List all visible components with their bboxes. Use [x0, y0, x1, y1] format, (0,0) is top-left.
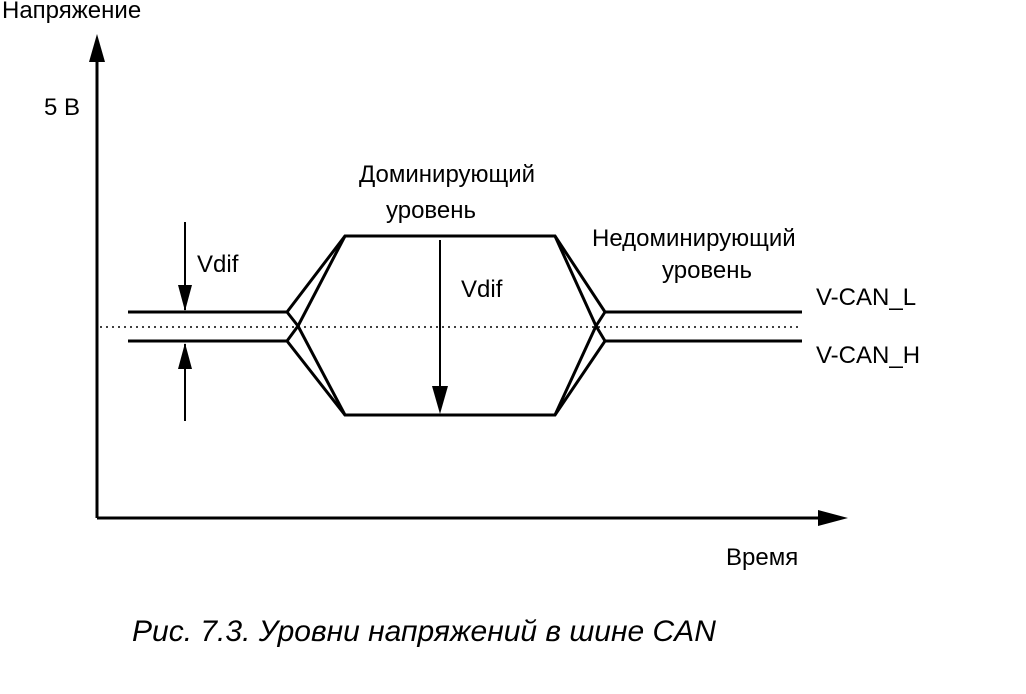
v-can-h-trace — [128, 339, 802, 417]
left-vdif-up-arrowhead — [178, 343, 192, 369]
left-transition-cross-c — [296, 325, 347, 416]
axes — [89, 34, 848, 526]
y-tick-label-5v: 5 В — [44, 94, 80, 121]
x-axis-label: Время — [726, 544, 798, 571]
recessive-level-label-line2: уровень — [662, 257, 752, 284]
center-vdif-indicator — [432, 240, 448, 414]
v-can-l-trace — [128, 234, 802, 314]
y-axis-arrowhead — [89, 34, 105, 62]
signal-traces — [128, 234, 802, 417]
dominant-level-label-line1: Доминирующий — [359, 161, 535, 188]
dominant-level-label-line2: уровень — [386, 197, 476, 224]
left-transition-cross-b — [296, 235, 347, 327]
right-transition-cross-b — [553, 322, 607, 416]
x-axis-arrowhead — [818, 510, 848, 526]
center-vdif-arrowhead — [432, 386, 448, 414]
left-vdif-indicator — [178, 222, 192, 421]
figure-caption: Рис. 7.3. Уровни напряжений в шине CAN — [132, 615, 716, 648]
v-can-l-label: V-CAN_L — [816, 284, 916, 311]
v-can-h-label: V-CAN_H — [816, 342, 920, 369]
left-vdif-label: Vdif — [197, 251, 239, 278]
y-axis-label: Напряжение — [2, 0, 141, 24]
recessive-level-label-line1: Недоминирующий — [592, 225, 796, 252]
center-vdif-label: Vdif — [461, 276, 503, 303]
left-vdif-down-arrowhead — [178, 285, 192, 311]
